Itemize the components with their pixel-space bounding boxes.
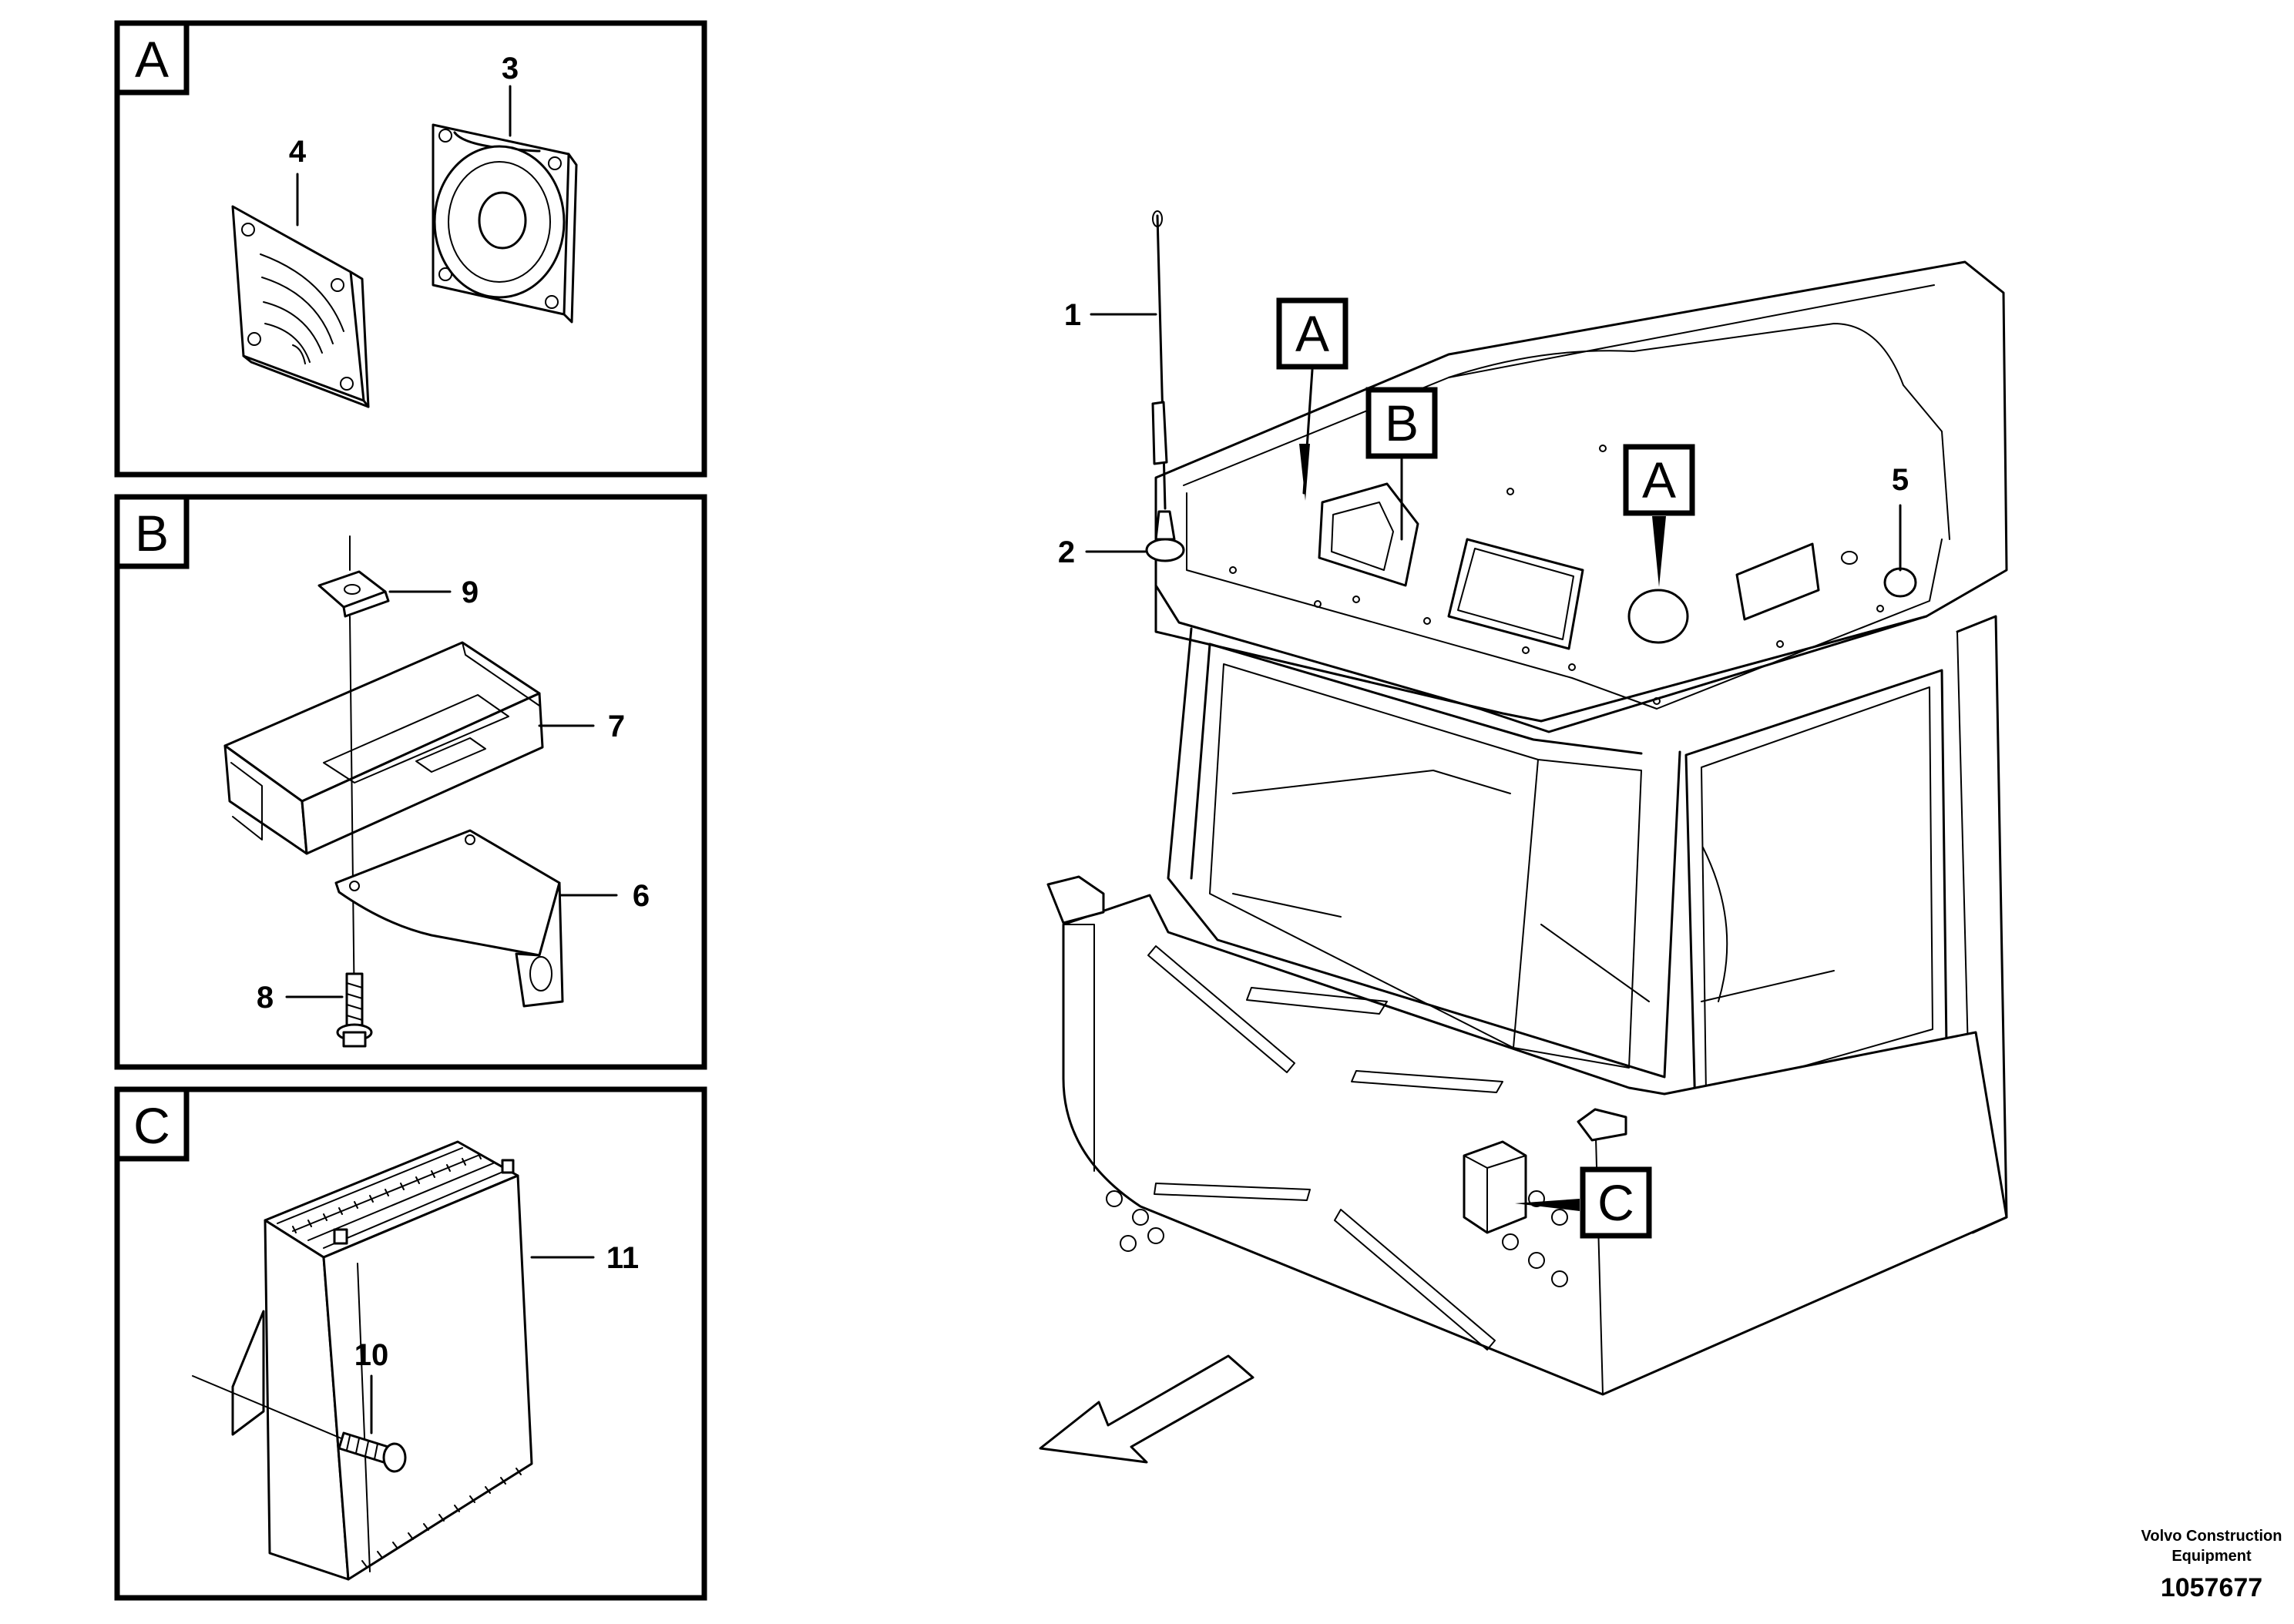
callout-7: 7 xyxy=(608,710,625,743)
roof-fasteners xyxy=(1229,445,1884,705)
cab-drawing xyxy=(1046,210,2008,1396)
main-label-a-right-box xyxy=(1623,444,1695,516)
cab-amplifier xyxy=(1463,1140,1527,1234)
front-direction-arrow xyxy=(1039,1354,1254,1464)
main-label-a-right: A xyxy=(1642,451,1676,508)
body-holes xyxy=(1106,1172,1568,1287)
panel-a-tag: A xyxy=(135,31,169,88)
callout-9: 9 xyxy=(462,575,479,609)
body-slots xyxy=(1147,945,1503,1351)
main-label-b: B xyxy=(1385,394,1419,451)
dome-light xyxy=(1883,567,1917,598)
cab-right-hook xyxy=(1577,1108,1627,1142)
callout-6: 6 xyxy=(633,879,650,913)
amplifier-drawing xyxy=(231,1140,533,1581)
radio-opening xyxy=(1318,482,1419,587)
panel-a-tag-box xyxy=(114,20,190,96)
callout-1: 1 xyxy=(1064,298,1081,332)
main-label-c: C xyxy=(1597,1174,1634,1231)
fastener-axis xyxy=(349,616,355,1018)
panel-c-tag-box xyxy=(114,1086,190,1162)
cab-roof xyxy=(1154,260,2008,723)
callout-10: 10 xyxy=(354,1338,389,1372)
roof-display-opening xyxy=(1447,538,1584,650)
loudspeaker-drawing xyxy=(432,123,578,324)
panel-a-frame xyxy=(114,20,707,478)
panel-b: B 9 7 xyxy=(114,494,707,1070)
cab-left-hook xyxy=(1046,875,1105,924)
antenna-drawing xyxy=(1145,210,1185,562)
roof-panel-opening xyxy=(1735,542,1820,621)
main-label-a-left-box xyxy=(1276,297,1349,370)
callout-5: 5 xyxy=(1892,463,1909,497)
panel-c-tag: C xyxy=(133,1097,170,1154)
cab-lower-body xyxy=(1062,894,2008,1396)
callout-2: 2 xyxy=(1058,535,1075,569)
callout-3: 3 xyxy=(502,52,519,86)
panel-b-tag-box xyxy=(114,494,190,569)
panel-a: A 4 xyxy=(114,20,707,478)
footer-company-line1: Volvo Construction xyxy=(2141,1528,2282,1545)
bolt-8-drawing xyxy=(336,972,373,1048)
panel-c: C 11 10 xyxy=(114,1086,707,1601)
mounting-plate-drawing xyxy=(334,829,564,1008)
document-number: 1057677 xyxy=(2161,1573,2262,1602)
callout-11: 11 xyxy=(606,1241,639,1275)
screw-10-drawing xyxy=(192,1375,407,1473)
pointer-a-right-head xyxy=(1652,516,1666,587)
roof-speaker-opening-right xyxy=(1627,589,1689,644)
main-label-b-box xyxy=(1365,387,1438,459)
clip-nut-drawing xyxy=(317,535,390,618)
pointer-a-left-head xyxy=(1299,444,1310,501)
callout-8: 8 xyxy=(257,981,274,1015)
speaker-grille-drawing xyxy=(231,205,370,408)
callout-4: 4 xyxy=(289,135,307,169)
main-label-c-box xyxy=(1580,1166,1652,1239)
panel-b-tag: B xyxy=(135,505,169,562)
pointer-c-head xyxy=(1515,1199,1580,1211)
main-label-a-left: A xyxy=(1295,305,1329,362)
footer-company-line2: Equipment xyxy=(2171,1548,2252,1565)
radio-bracket-drawing xyxy=(223,641,544,855)
